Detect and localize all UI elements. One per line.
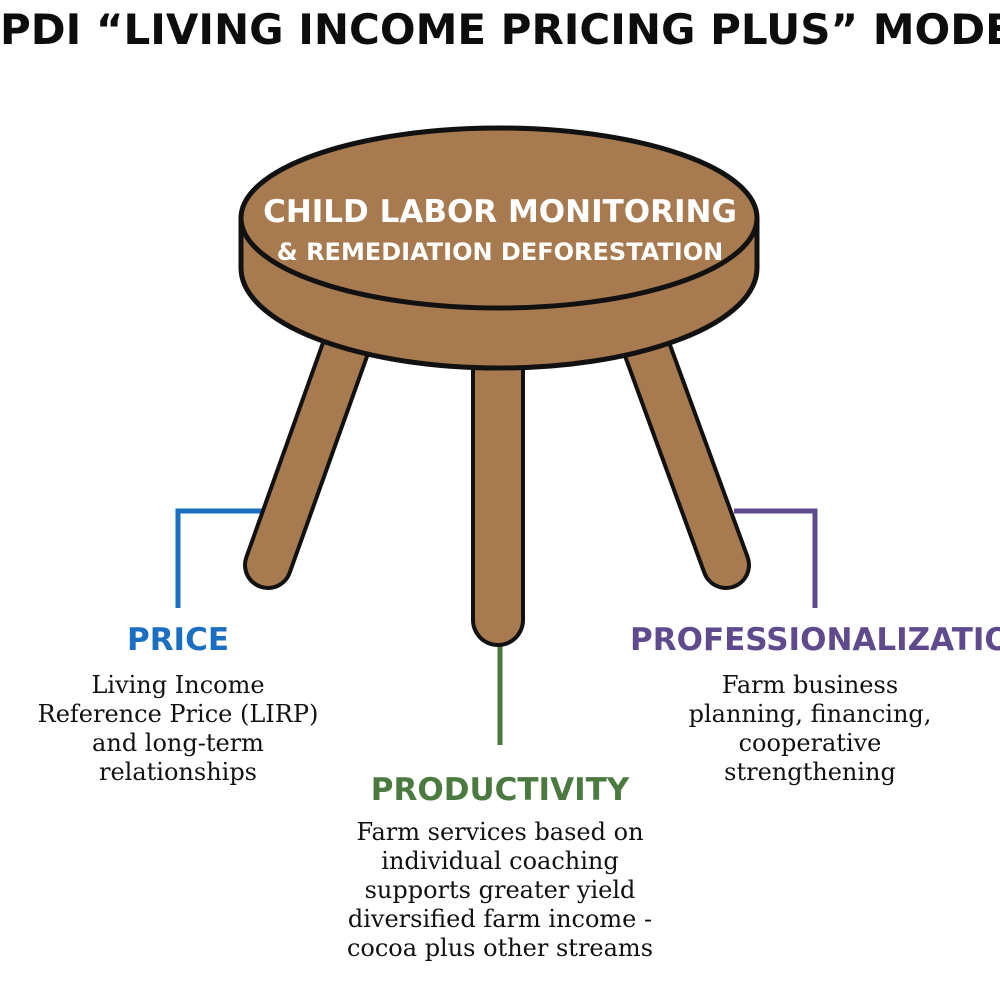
price-connector xyxy=(175,508,262,608)
seat-label-line-1: CHILD LABOR MONITORING xyxy=(263,194,737,230)
price-description-line: relationships xyxy=(98,758,257,786)
productivity-description-line: diversified farm income - xyxy=(347,905,653,933)
productivity-description-line: cocoa plus other streams xyxy=(346,934,654,962)
seat-label-line-2: & REMEDIATION DEFORESTATION xyxy=(276,238,724,266)
professionalization-description-line: strengthening xyxy=(724,758,896,786)
professionalization-description-line: Farm business xyxy=(721,671,899,699)
price-heading: PRICE xyxy=(126,622,230,658)
professionalization-description-line: cooperative xyxy=(738,729,882,757)
stool-leg-right-fill xyxy=(619,309,747,586)
professionalization-description: Farm business planning, financing, coope… xyxy=(640,671,980,787)
price-description-line: Reference Price (LIRP) xyxy=(37,700,319,728)
productivity-heading: PRODUCTIVITY xyxy=(370,772,630,808)
price-description: Living Income Reference Price (LIRP) and… xyxy=(28,671,328,787)
productivity-description-line: supports greater yield xyxy=(364,876,636,904)
stool-seat-top xyxy=(238,125,760,311)
productivity-description-line: individual coaching xyxy=(381,847,619,875)
stool-leg-left-fill xyxy=(247,309,373,586)
productivity-description-line: Farm services based on xyxy=(356,818,644,846)
price-description-line: and long-term xyxy=(92,729,264,757)
price-description-line: Living Income xyxy=(91,671,265,699)
professionalization-heading: PROFESSIONALIZATION xyxy=(630,622,1000,658)
professionalization-description-line: planning, financing, xyxy=(688,700,932,728)
professionalization-connector xyxy=(734,508,818,608)
productivity-description: Farm services based on individual coachi… xyxy=(300,818,700,963)
page-title: PDI “LIVING INCOME PRICING PLUS” MODEL xyxy=(0,5,1000,54)
